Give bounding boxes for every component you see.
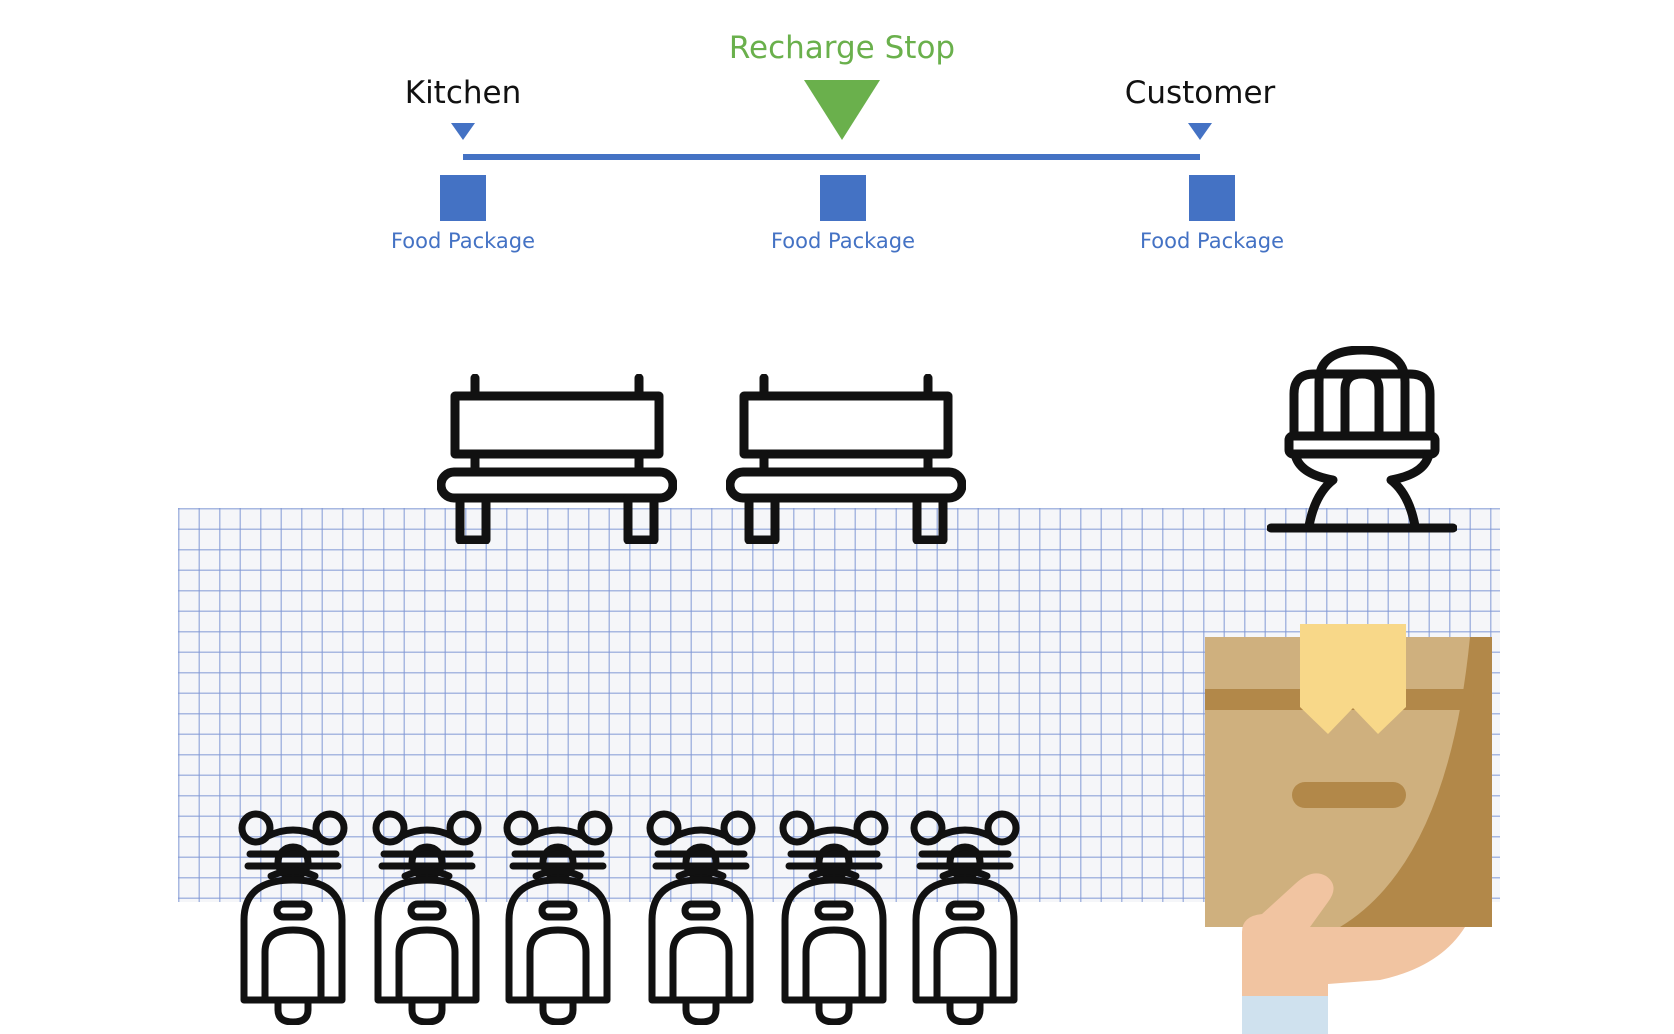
scooter-icon [372, 810, 482, 1025]
bench-icon [437, 374, 677, 544]
scooter-icon [646, 810, 756, 1025]
food-package-icon [440, 175, 486, 221]
kitchen-marker-icon [451, 123, 475, 140]
kitchen-stop-label: Kitchen [404, 75, 522, 111]
food-package-label: Food Package [1139, 229, 1285, 253]
toilet-icon [1267, 346, 1457, 536]
food-package-icon [1189, 175, 1235, 221]
food-package-label: Food Package [770, 229, 916, 253]
bench-icon [726, 374, 966, 544]
scooter-icon [779, 810, 889, 1025]
route-line [463, 154, 1200, 160]
scooter-icon [910, 810, 1020, 1025]
food-package-label: Food Package [390, 229, 536, 253]
customer-marker-icon [1188, 123, 1212, 140]
recharge-stop-marker-icon [804, 80, 880, 140]
recharge-stop-label: Recharge Stop [728, 30, 956, 66]
scooter-icon [503, 810, 613, 1025]
food-package-icon [820, 175, 866, 221]
customer-stop-label: Customer [1124, 75, 1276, 111]
hand-holding-box-icon [1205, 624, 1492, 1034]
scooter-icon [238, 810, 348, 1025]
